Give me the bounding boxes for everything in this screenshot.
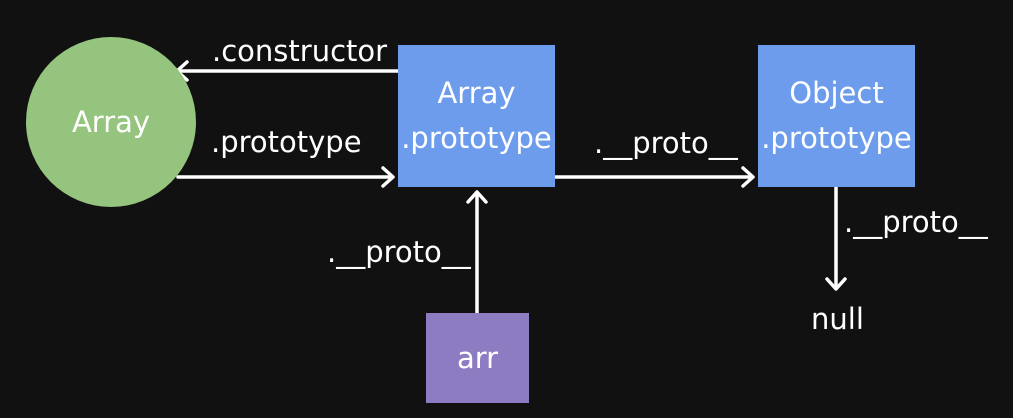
object-prototype-node: Object .prototype bbox=[758, 45, 915, 187]
proto-arrow-arr-to-array bbox=[466, 190, 488, 315]
array-constructor-label: Array bbox=[71, 104, 151, 139]
proto-edge-label-object-to-null: .__proto__ bbox=[844, 205, 988, 239]
arr-node: arr bbox=[426, 313, 529, 403]
prototype-edge-label: .prototype bbox=[211, 125, 362, 159]
array-prototype-line1: Array bbox=[437, 76, 516, 110]
object-prototype-line1: Object bbox=[789, 76, 884, 110]
prototype-arrow bbox=[176, 166, 395, 188]
proto-edge-label-arr-to-array: .__proto__ bbox=[327, 235, 471, 269]
proto-arrow-array-to-object bbox=[553, 166, 755, 188]
array-prototype-line2: .prototype bbox=[401, 121, 552, 155]
array-constructor-node: Array bbox=[26, 37, 196, 207]
object-prototype-line2: .prototype bbox=[761, 121, 912, 155]
proto-arrow-object-to-null bbox=[825, 185, 847, 291]
proto-edge-label-array-to-object: .__proto__ bbox=[594, 126, 738, 160]
arr-label: arr bbox=[456, 340, 499, 375]
null-label: null bbox=[811, 302, 864, 336]
constructor-edge-label: .constructor bbox=[212, 34, 388, 68]
array-prototype-node: Array .prototype bbox=[398, 45, 555, 187]
